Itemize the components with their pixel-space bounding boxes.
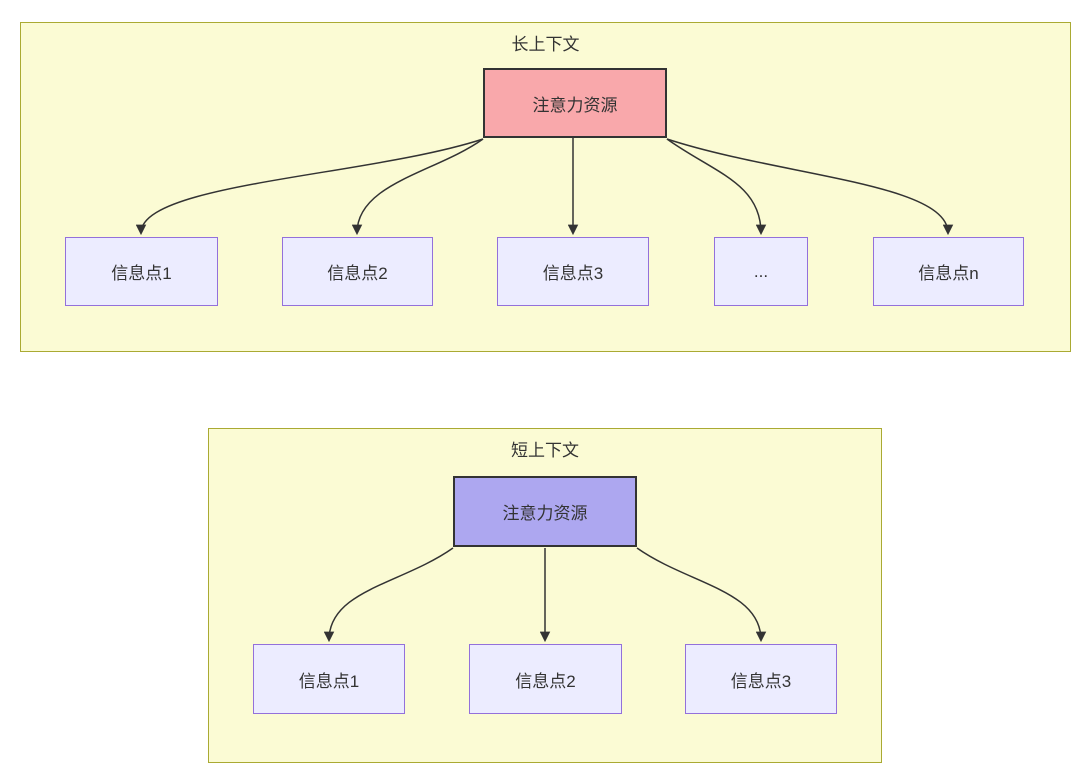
long-info-node-1: 信息点1 [65, 237, 218, 306]
short-info-node-3: 信息点3 [685, 644, 837, 714]
short-attention-node: 注意力资源 [453, 476, 637, 547]
short-info-node-1: 信息点1 [253, 644, 405, 714]
long-info-node-n: 信息点n [873, 237, 1024, 306]
long-info-node-2: 信息点2 [282, 237, 433, 306]
long-context-title: 长上下文 [511, 35, 580, 54]
short-info-node-2: 信息点2 [469, 644, 622, 714]
long-info-node-3: 信息点3 [497, 237, 649, 306]
long-attention-node: 注意力资源 [483, 68, 667, 138]
short-context-title: 短上下文 [511, 441, 579, 460]
long-info-node-ellipsis: ... [714, 237, 808, 306]
